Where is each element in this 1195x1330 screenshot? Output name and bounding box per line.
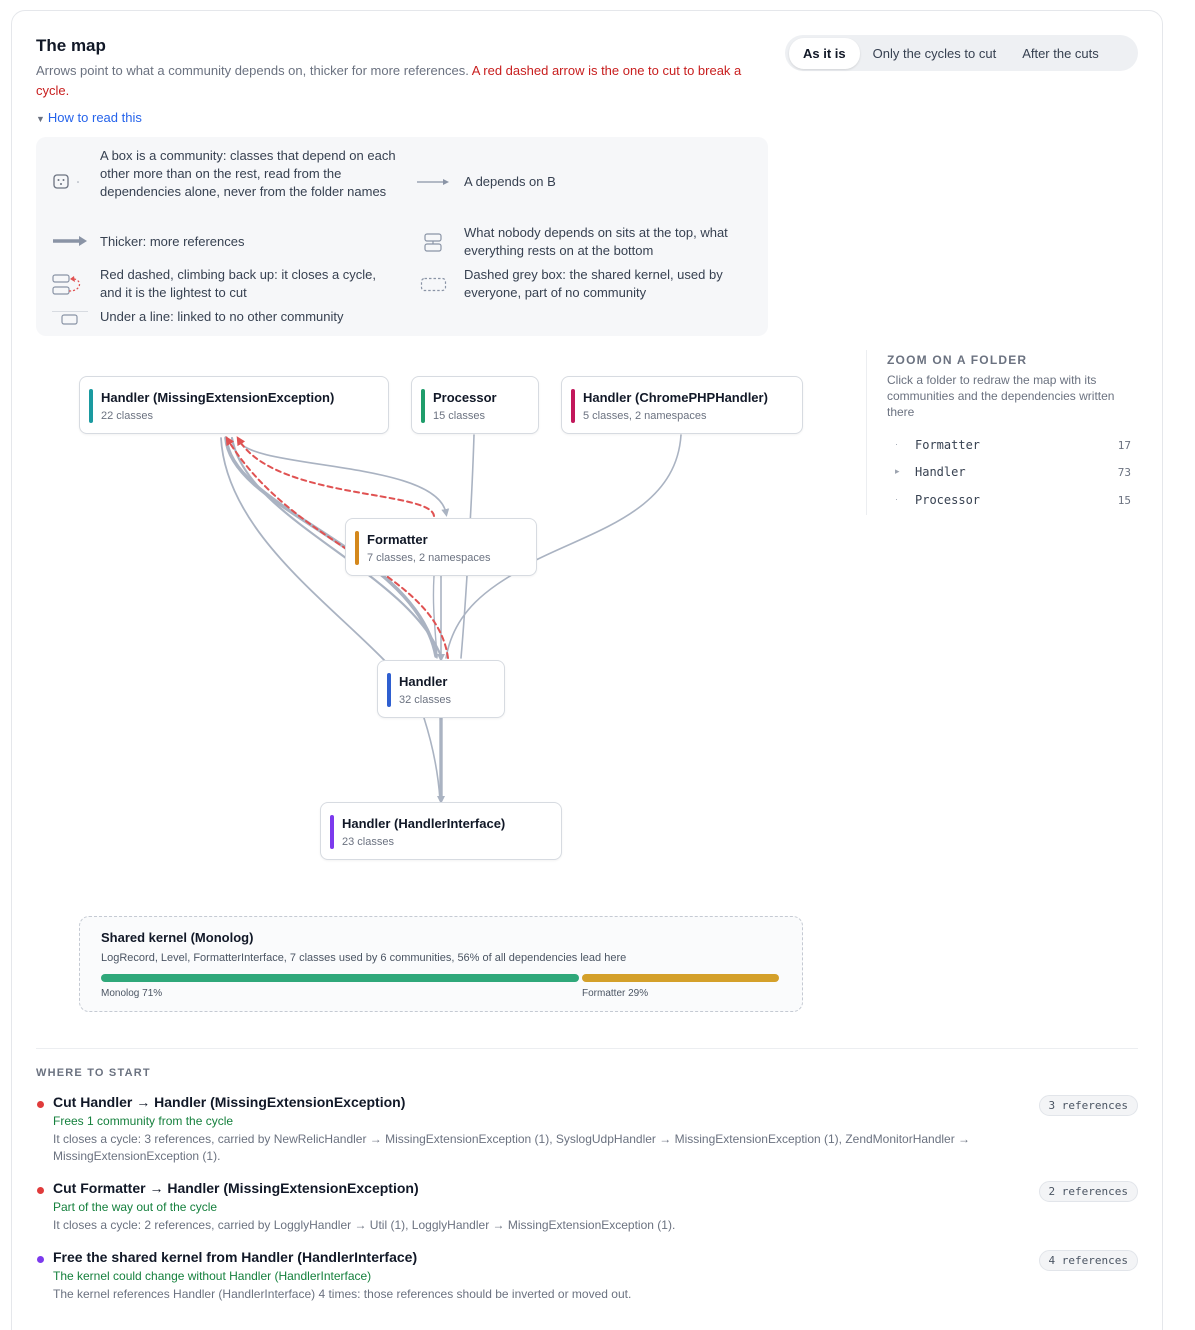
node-name: Formatter	[367, 532, 428, 547]
node-name: Handler (MissingExtensionException)	[101, 390, 335, 405]
how-to-read-label: How to read this	[47, 110, 142, 125]
edge-missingext-to-handlerinterface	[220, 437, 387, 663]
kernel-segment-label-formatter: Formatter 29%	[582, 988, 649, 999]
reference-count-badge: 2 references	[1038, 1181, 1138, 1202]
status-dot	[37, 1101, 44, 1108]
folder-count: 73	[1117, 466, 1131, 479]
kernel-description: LogRecord, Level, FormatterInterface, 7 …	[101, 952, 627, 964]
legend-depends: A depends on B	[464, 174, 556, 189]
node-handler-chromephphandler[interactable]: Handler (ChromePHPHandler) 5 classes, 2 …	[561, 376, 803, 434]
recommendation-item[interactable]: Free the shared kernel from Handler (Han…	[36, 1249, 1138, 1305]
zoom-panel: ZOOM ON A FOLDER Click a folder to redra…	[866, 350, 1146, 515]
kernel-box-icon	[420, 277, 447, 292]
bullet-icon: ·	[895, 494, 898, 504]
node-color-bar	[571, 389, 575, 423]
folder-count: 17	[1117, 439, 1131, 452]
node-name: Handler (ChromePHPHandler)	[583, 390, 768, 405]
recommendation-title: Free the shared kernel from Handler (Han…	[53, 1249, 418, 1265]
legend-community: A box is a community: classes that depen…	[100, 148, 396, 199]
isolated-box-icon	[61, 314, 78, 325]
kernel-title: Shared kernel (Monolog)	[101, 930, 254, 945]
recommendation-title: Cut Handler → Handler (MissingExtensionE…	[53, 1094, 406, 1110]
folder-item-formatter[interactable]: · Formatter 17	[887, 436, 1139, 458]
node-name: Processor	[433, 390, 497, 405]
legend-under-line: Under a line: linked to no other communi…	[100, 309, 344, 324]
node-count: 7 classes, 2 namespaces	[367, 552, 491, 564]
recommendation-status: The kernel could change without Handler …	[53, 1269, 372, 1283]
status-dot	[37, 1256, 44, 1263]
kernel-segment-label-monolog: Monolog 71%	[101, 988, 163, 999]
cycle-cut-icon	[52, 274, 81, 295]
edge-handler-to-handlerinterface-thin	[423, 717, 441, 801]
recommendation-status: Part of the way out of the cycle	[53, 1200, 218, 1214]
kernel-segment-formatter	[582, 974, 779, 982]
recommendation-status: Frees 1 community from the cycle	[53, 1114, 234, 1128]
page-title: The map	[36, 36, 106, 55]
node-color-bar	[330, 815, 334, 849]
node-color-bar	[89, 389, 93, 423]
node-count: 22 classes	[101, 410, 153, 422]
recommendation-detail: It closes a cycle: 3 references, carried…	[53, 1132, 971, 1163]
legend-red-dashed: Red dashed, climbing back up: it closes …	[100, 267, 377, 300]
layering-icon	[424, 233, 442, 252]
bullet-icon: ·	[895, 439, 898, 449]
community-box-icon	[53, 174, 79, 189]
reference-count-badge: 3 references	[1038, 1095, 1138, 1116]
folder-count: 15	[1117, 494, 1131, 507]
cut-edge-formatter-to-missingext	[236, 436, 435, 517]
legend-kernel: Dashed grey box: the shared kernel, used…	[464, 267, 723, 300]
legend-top-bottom: What nobody depends on sits at the top, …	[464, 225, 728, 258]
caret-down-icon: ▼	[36, 114, 45, 124]
recommendation-item[interactable]: Cut Handler → Handler (MissingExtensionE…	[36, 1094, 1138, 1166]
kernel-segment-monolog	[101, 974, 579, 982]
page-subtitle: Arrows point to what a community depends…	[36, 61, 766, 100]
reference-count-badge: 4 references	[1038, 1250, 1138, 1271]
thin-arrow-icon	[417, 179, 449, 185]
node-color-bar	[355, 531, 359, 565]
node-color-bar	[421, 389, 425, 423]
node-handler-handlerinterface[interactable]: Handler (HandlerInterface) 23 classes	[320, 802, 562, 860]
edge-missingext-to-formatter	[237, 439, 450, 517]
zoom-heading: ZOOM ON A FOLDER	[887, 353, 1028, 367]
legend-divider	[52, 311, 88, 312]
node-processor[interactable]: Processor 15 classes	[411, 376, 539, 434]
section-divider	[36, 1048, 1138, 1049]
view-option-after-cuts[interactable]: After the cuts	[1022, 45, 1099, 61]
where-to-start-heading: WHERE TO START	[36, 1067, 151, 1079]
view-option-as-it-is[interactable]: As it is	[789, 37, 860, 69]
folder-name: Formatter	[915, 438, 981, 452]
zoom-description: Click a folder to redraw the map with it…	[887, 373, 1115, 419]
legend-thicker: Thicker: more references	[100, 234, 245, 249]
edge-chromephp-to-formatter	[535, 434, 682, 561]
node-count: 5 classes, 2 namespaces	[583, 410, 707, 422]
subtitle-warning: A red dashed arrow is the one to cut to …	[36, 63, 742, 98]
edge-missingext-to-handler-mid	[230, 436, 443, 658]
node-formatter[interactable]: Formatter 7 classes, 2 namespaces	[345, 518, 537, 576]
thick-arrow-icon	[53, 236, 87, 246]
shared-kernel-box: Shared kernel (Monolog) LogRecord, Level…	[79, 916, 803, 1012]
view-toggle: As it is Only the cycles to cut After th…	[785, 35, 1138, 71]
how-to-read-toggle[interactable]: ▼How to read this	[36, 110, 142, 125]
recommendation-detail: It closes a cycle: 2 references, carried…	[53, 1218, 676, 1232]
recommendation-title: Cut Formatter → Handler (MissingExtensio…	[53, 1180, 419, 1196]
node-name: Handler	[399, 674, 448, 689]
node-name: Handler (HandlerInterface)	[342, 816, 506, 831]
recommendation-detail: The kernel references Handler (HandlerIn…	[53, 1287, 632, 1301]
recommendation-item[interactable]: Cut Formatter → Handler (MissingExtensio…	[36, 1180, 1138, 1236]
status-dot	[37, 1187, 44, 1194]
node-count: 32 classes	[399, 694, 451, 706]
expand-arrow-icon: ▸	[895, 466, 900, 476]
node-color-bar	[387, 673, 391, 707]
node-count: 15 classes	[433, 410, 485, 422]
node-handler-missingextensionexception[interactable]: Handler (MissingExtensionException) 22 c…	[79, 376, 389, 434]
folder-name: Processor	[915, 493, 981, 507]
node-handler[interactable]: Handler 32 classes	[377, 660, 505, 718]
folder-item-processor[interactable]: · Processor 15	[887, 491, 1139, 513]
folder-item-handler[interactable]: ▸ Handler 73	[887, 463, 1139, 485]
subtitle-text: Arrows point to what a community depends…	[36, 63, 469, 78]
view-option-cycles-to-cut[interactable]: Only the cycles to cut	[872, 45, 997, 61]
node-count: 23 classes	[342, 836, 394, 848]
legend-panel: A box is a community: classes that depen…	[36, 137, 768, 336]
folder-name: Handler	[915, 465, 966, 479]
